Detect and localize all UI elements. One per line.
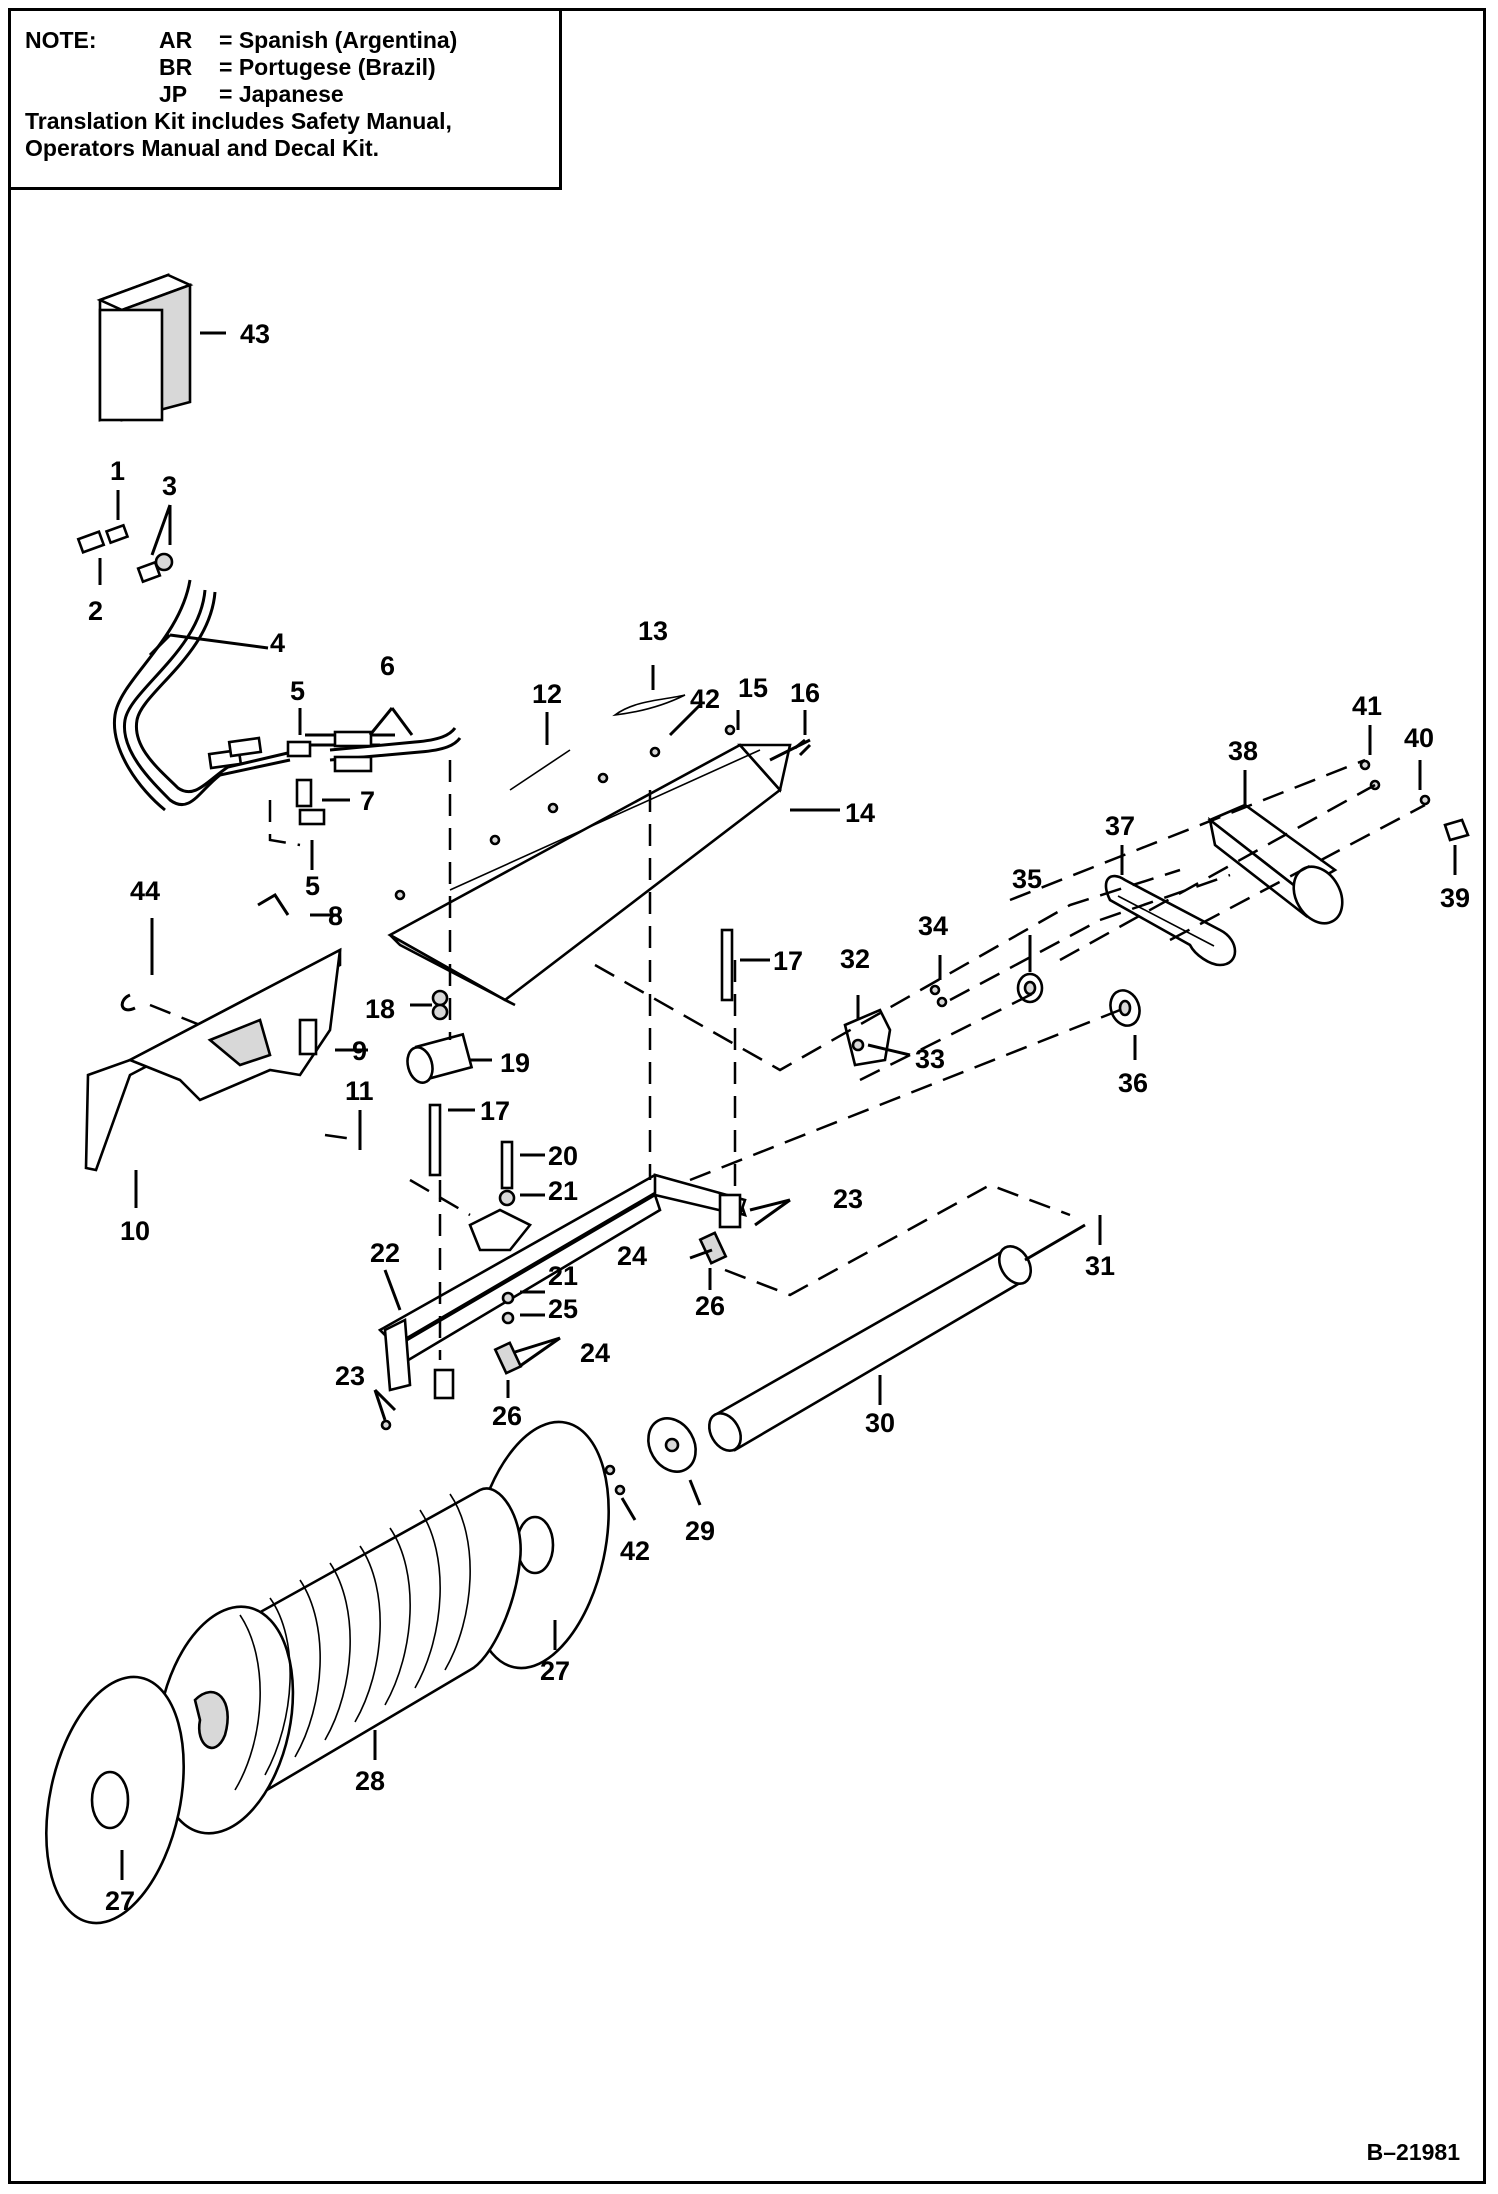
motor-part: [406, 760, 492, 1084]
main-frame-part: [377, 1173, 791, 1400]
callout-23a: 23: [833, 1184, 863, 1214]
bolt-washer-part: [498, 1140, 545, 1207]
callout-7: 7: [360, 786, 375, 816]
fittings-1-2-3-part: [76, 490, 174, 585]
callout-24b: 24: [580, 1338, 610, 1368]
callout-42a: 42: [690, 684, 720, 714]
callout-23b: 23: [335, 1361, 365, 1391]
callout-5a: 5: [290, 676, 305, 706]
callout-25: 25: [548, 1294, 578, 1324]
callout-37: 37: [1105, 811, 1135, 841]
callout-24a: 24: [617, 1241, 647, 1271]
callout-34: 34: [918, 911, 948, 941]
hydraulic-hoses-part: [112, 579, 462, 812]
callout-16: 16: [790, 678, 820, 708]
callout-17b: 17: [480, 1096, 510, 1126]
note-label-br: Portugese (Brazil): [238, 54, 436, 80]
belt-part: [1104, 845, 1237, 967]
hub-part: [604, 1417, 702, 1521]
callout-29: 29: [685, 1516, 715, 1546]
callout-31: 31: [1085, 1251, 1115, 1281]
callout-5b: 5: [305, 871, 320, 901]
callout-2: 2: [88, 596, 103, 626]
decals-part: [394, 665, 812, 901]
note-code-br: BR: [159, 54, 193, 80]
callout-38: 38: [1228, 736, 1258, 766]
pulleys-part: [1016, 935, 1141, 1060]
note-sep-jp: =: [219, 81, 233, 107]
callout-14: 14: [845, 798, 875, 828]
note-sep-br: =: [219, 54, 233, 80]
note-line-1: Translation Kit includes Safety Manual,: [25, 108, 452, 134]
drum-part: [45, 1420, 610, 1925]
callout-8: 8: [328, 901, 343, 931]
callout-35: 35: [1012, 864, 1042, 894]
note-title: NOTE:: [25, 27, 97, 53]
callout-33: 33: [915, 1044, 945, 1074]
callout-9: 9: [352, 1036, 367, 1066]
callout-28: 28: [355, 1766, 385, 1796]
brackets-17-part: [428, 928, 770, 1177]
callout-10: 10: [120, 1216, 150, 1246]
callout-4: 4: [270, 628, 285, 658]
diagram-frame: [8, 8, 1486, 2184]
shaft-part: [707, 1183, 1102, 1452]
callout-19: 19: [500, 1048, 530, 1078]
callout-17a: 17: [773, 946, 803, 976]
manual-booklet-part: [96, 273, 226, 422]
drawing-number: B–21981: [1366, 2139, 1460, 2165]
callout-27a: 27: [540, 1656, 570, 1686]
callout-20: 20: [548, 1141, 578, 1171]
shroud-part: [387, 743, 840, 1007]
callout-6: 6: [380, 651, 395, 681]
callout-43: 43: [240, 319, 270, 349]
callout-12: 12: [532, 679, 562, 709]
note-line-2: Operators Manual and Decal Kit.: [25, 135, 380, 161]
note-label-jp: Japanese: [238, 81, 344, 107]
callout-21a: 21: [548, 1176, 578, 1206]
callout-21b: 21: [548, 1261, 578, 1291]
callout-labels: 1 2 3 4 5 5 6 7 8 9 10 11 12 13 14 15 16…: [88, 319, 1470, 1916]
translation-note-box: NOTE: AR = Spanish (Argentina) BR = Portuge…: [8, 8, 562, 190]
note-sep-ar: =: [219, 27, 233, 53]
callout-39: 39: [1440, 883, 1470, 913]
callout-26a: 26: [695, 1291, 725, 1321]
callout-22: 22: [370, 1238, 400, 1268]
tee-fittings-part: [148, 633, 414, 870]
callout-1: 1: [110, 456, 125, 486]
mount-plate-part: [84, 947, 368, 1208]
callout-26b: 26: [492, 1401, 522, 1431]
callout-13: 13: [638, 616, 668, 646]
lower-fasteners-part: [373, 1231, 728, 1431]
callout-32: 32: [840, 944, 870, 974]
callout-42b: 42: [620, 1536, 650, 1566]
callout-15: 15: [738, 673, 768, 703]
note-code-ar: AR: [159, 27, 193, 53]
bearing-bracket-part: [843, 955, 948, 1067]
callout-44: 44: [130, 876, 160, 906]
note-label-ar: Spanish (Argentina): [238, 27, 458, 53]
guard-fasteners-part: [1359, 725, 1470, 875]
callout-36: 36: [1118, 1068, 1148, 1098]
callout-30: 30: [865, 1408, 895, 1438]
callout-3: 3: [162, 471, 177, 501]
pin-part: [257, 892, 340, 917]
callout-41: 41: [1352, 691, 1382, 721]
assembly-lines: [438, 758, 1426, 1360]
note-code-jp: JP: [159, 81, 188, 107]
callout-40: 40: [1404, 723, 1434, 753]
callout-11: 11: [345, 1076, 374, 1106]
callout-27b: 27: [105, 1886, 135, 1916]
callout-18: 18: [365, 994, 395, 1024]
